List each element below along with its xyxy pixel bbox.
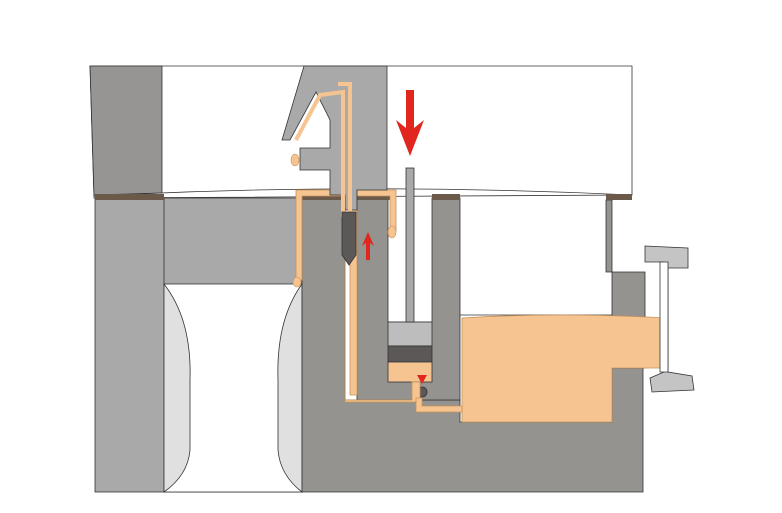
seal (432, 194, 460, 200)
left-housing (94, 197, 303, 493)
seal-right (606, 194, 632, 200)
flow-up-arrow-icon (362, 232, 374, 260)
pump-chamber (387, 167, 433, 398)
piston-stem (405, 167, 415, 323)
seal (302, 194, 345, 200)
seal (357, 194, 390, 200)
seal-left (95, 194, 164, 200)
piston (387, 345, 433, 363)
soap-drop (290, 153, 300, 167)
valve-arrow-icon (417, 375, 427, 384)
spout (644, 245, 695, 393)
soap-reservoir (461, 314, 666, 423)
nozzle-lever (281, 65, 397, 288)
press-arrow-icon (396, 90, 424, 156)
